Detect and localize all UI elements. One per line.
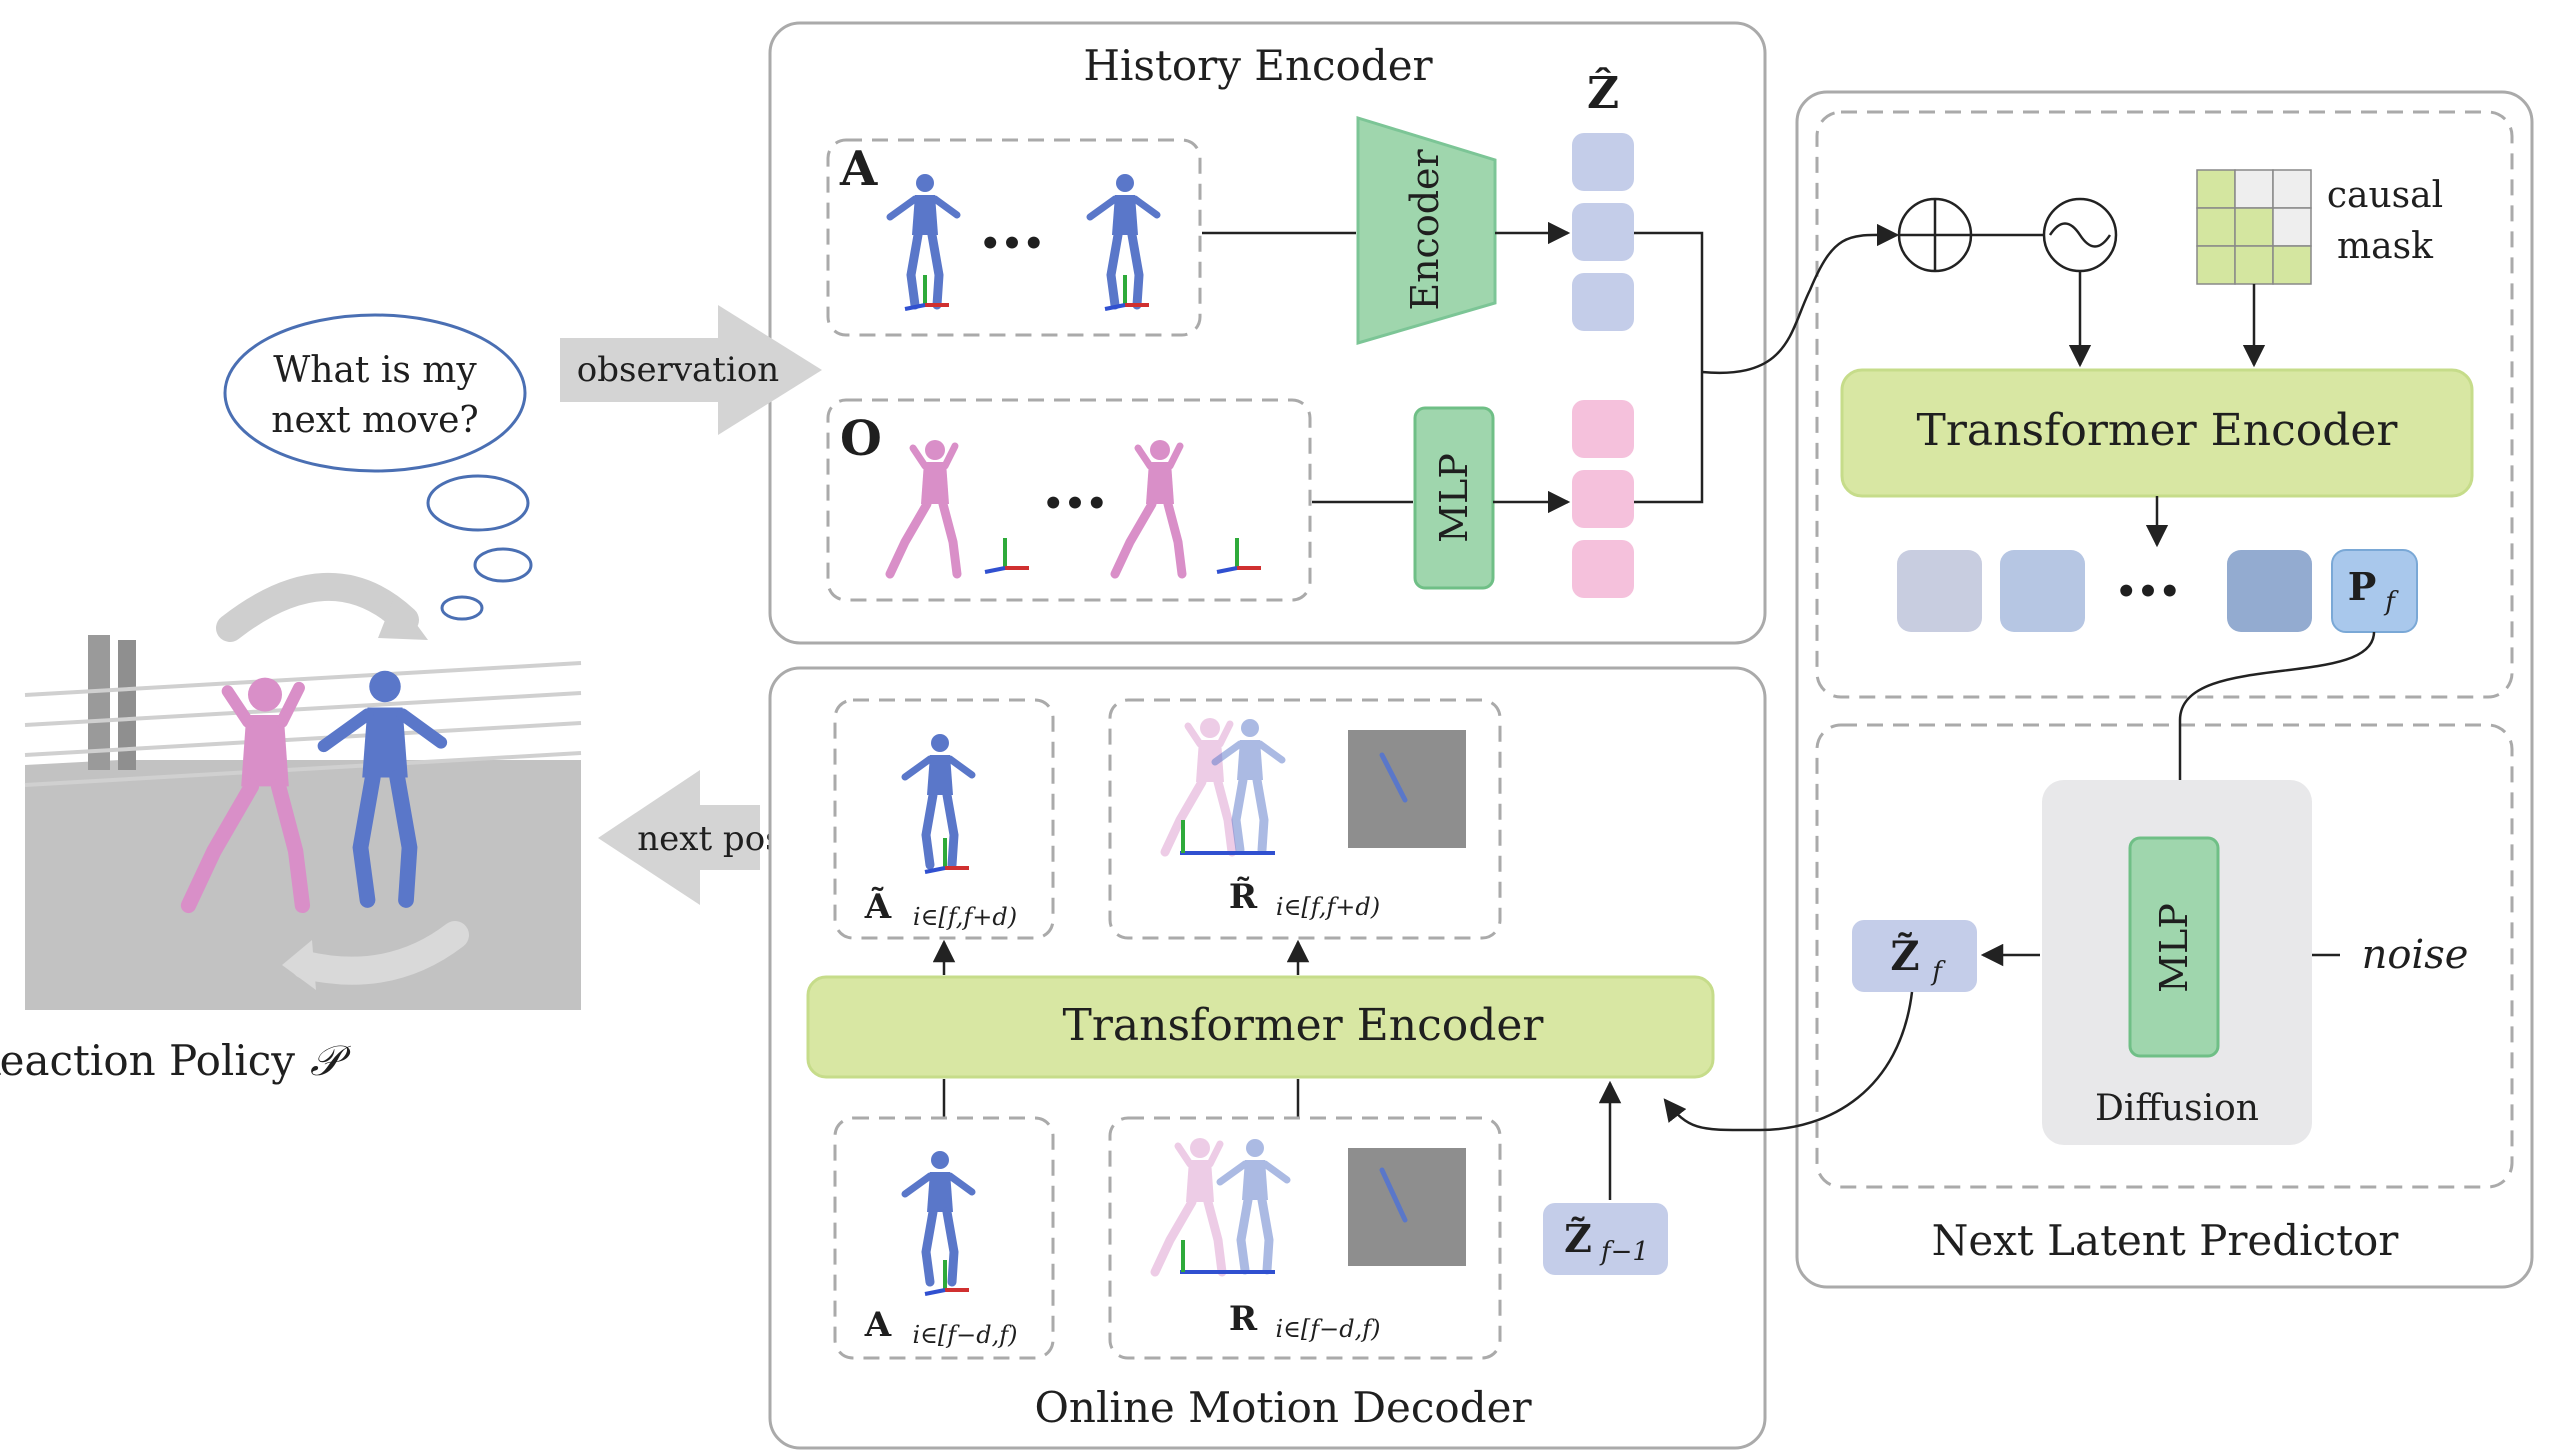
z-hat-label: Ẑ	[1587, 66, 1619, 119]
past-relation-label: R	[1229, 1299, 1258, 1339]
diffusion-label: Diffusion	[2095, 1088, 2259, 1129]
agent-ellipsis: •••	[979, 224, 1044, 264]
top-view-ring	[1348, 1148, 1466, 1266]
output-token	[1897, 550, 1982, 632]
opponent-token	[1572, 400, 1634, 458]
policy-caption: Reaction Policy	[0, 1036, 295, 1085]
agent-token	[1572, 273, 1634, 331]
opponent-label: O	[840, 411, 882, 467]
thought-line-2: next move?	[271, 400, 478, 441]
history-mlp-block	[1413, 406, 1495, 590]
opponent-token	[1572, 540, 1634, 598]
connector	[1663, 991, 1914, 1132]
causal-mask-line-1: causal	[2327, 175, 2443, 216]
predictor-title: Next Latent Predictor	[1932, 1216, 2400, 1265]
future-agent-subscript: i∈[f,f+d)	[913, 903, 1017, 931]
encoder-label: Encoder	[1403, 148, 1447, 310]
output-token	[2227, 550, 2312, 632]
pf-label: P	[2348, 564, 2377, 609]
past-relation-box	[1108, 1116, 1502, 1360]
future-relation-label: R̃	[1229, 877, 1258, 917]
observation-label: observation	[577, 350, 779, 390]
diffusion-mlp-block	[2128, 836, 2220, 1058]
next-latent-predictor-panel: Next Latent Predictor causal mask Transf	[1701, 90, 2534, 1289]
z-prev-token	[1543, 1203, 1668, 1275]
thought-dot	[440, 595, 484, 621]
connector	[1701, 223, 1900, 375]
agent-token	[1572, 203, 1634, 261]
boxing-ring-scene	[24, 572, 582, 1010]
predictor-transformer-label: Transformer Encoder	[1917, 405, 2399, 456]
zf-label: Z̃	[1890, 933, 1919, 980]
causal-mask-grid	[2196, 169, 2312, 285]
thought-bubble	[223, 313, 527, 473]
thought-dot	[426, 474, 530, 532]
diffusion-mlp-label: MLP	[2152, 903, 2196, 993]
past-agent-label: A	[864, 1305, 892, 1345]
z-prev-subscript: f−1	[1599, 1237, 1649, 1267]
causal-mask-line-2: mask	[2337, 226, 2434, 267]
next-pose-arrow	[598, 770, 760, 905]
observation-arrow	[560, 305, 822, 435]
agent-token	[1572, 133, 1634, 191]
opponent-history-box	[826, 398, 1312, 602]
zf-token	[1852, 920, 1977, 992]
agent-label: A	[839, 141, 878, 197]
top-view-ring	[1348, 730, 1466, 848]
decoder-transformer-label: Transformer Encoder	[1063, 1000, 1545, 1051]
thought-dot	[473, 547, 533, 583]
past-agent-subscript: i∈[f−d,f)	[912, 1321, 1017, 1349]
future-agent-box	[833, 698, 1055, 940]
thought-line-1: What is my	[273, 350, 477, 391]
opponent-ellipsis: •••	[1042, 484, 1107, 524]
connector	[2168, 631, 2376, 838]
future-relation-box	[1108, 698, 1502, 940]
decoder-transformer-block	[806, 975, 1715, 1079]
past-agent-box	[833, 1116, 1055, 1360]
noise-label: noise	[2362, 932, 2469, 978]
predictor-ellipsis: •••	[2115, 572, 2180, 612]
predictor-upper-box	[1815, 110, 2514, 699]
history-encoder-title: History Encoder	[1083, 41, 1433, 90]
future-agent-label: Ã	[864, 887, 892, 927]
decoder-title: Online Motion Decoder	[1034, 1383, 1532, 1432]
opponent-token	[1572, 470, 1634, 528]
agent-history-box	[826, 138, 1202, 337]
encoder-block	[1356, 115, 1497, 346]
policy-symbol: 𝒫	[310, 1036, 351, 1085]
past-relation-subscript: i∈[f−d,f)	[1275, 1315, 1380, 1343]
output-token	[2000, 550, 2085, 632]
future-relation-subscript: i∈[f,f+d)	[1276, 893, 1380, 921]
predictor-lower-box	[1815, 723, 2514, 1189]
reaction-policy-area: What is my next move? Reaction Policy 𝒫 …	[0, 305, 822, 1085]
connector	[1634, 231, 1704, 504]
online-motion-decoder-panel: Online Motion Decoder Ã i∈[f,f+d) R̃ i∈[…	[768, 666, 1767, 1450]
history-encoder-panel: History Encoder A ••• O ••• Encoder MLP …	[768, 21, 1767, 645]
history-mlp-label: MLP	[1432, 453, 1476, 543]
z-prev-label: Z̃	[1564, 1216, 1592, 1261]
